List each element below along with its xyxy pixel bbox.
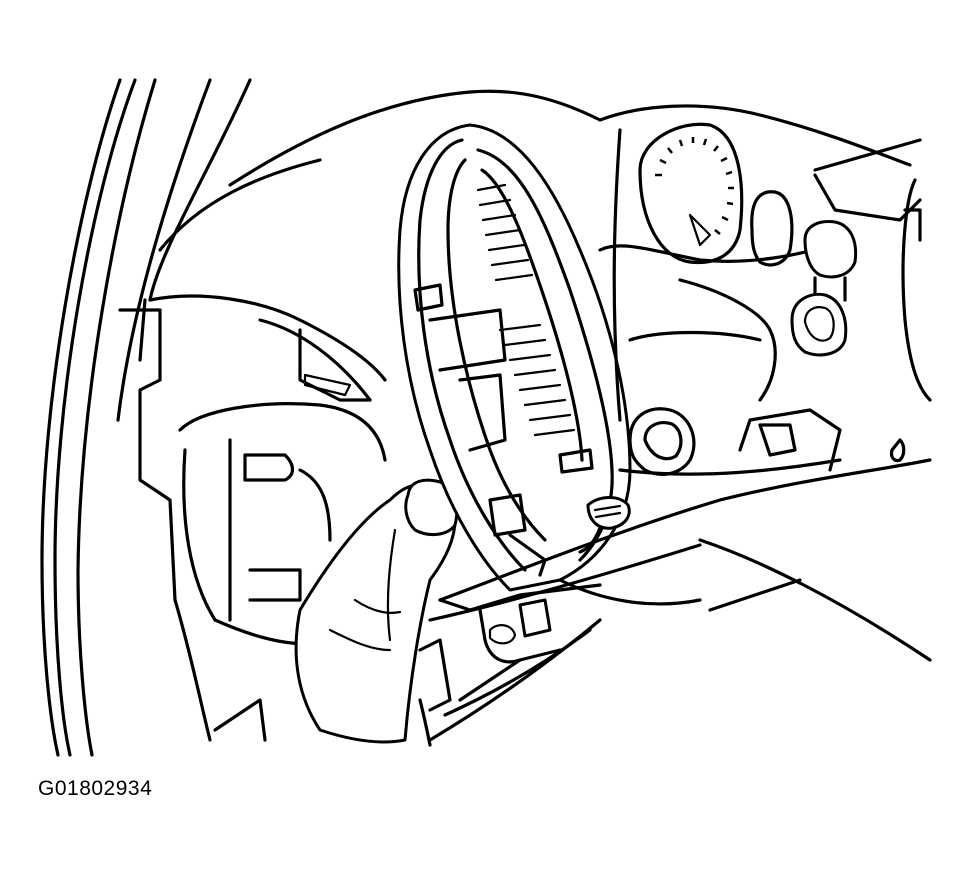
- hand: [294, 478, 459, 744]
- a-pillar: [40, 78, 252, 757]
- gauge-ticks: [655, 137, 734, 235]
- lower-trim: [418, 583, 602, 747]
- figure-id-label: G01802934: [38, 777, 153, 800]
- cluster-bezel: [397, 123, 632, 592]
- gauge-area: [428, 104, 932, 662]
- dash-cavity: [118, 308, 387, 742]
